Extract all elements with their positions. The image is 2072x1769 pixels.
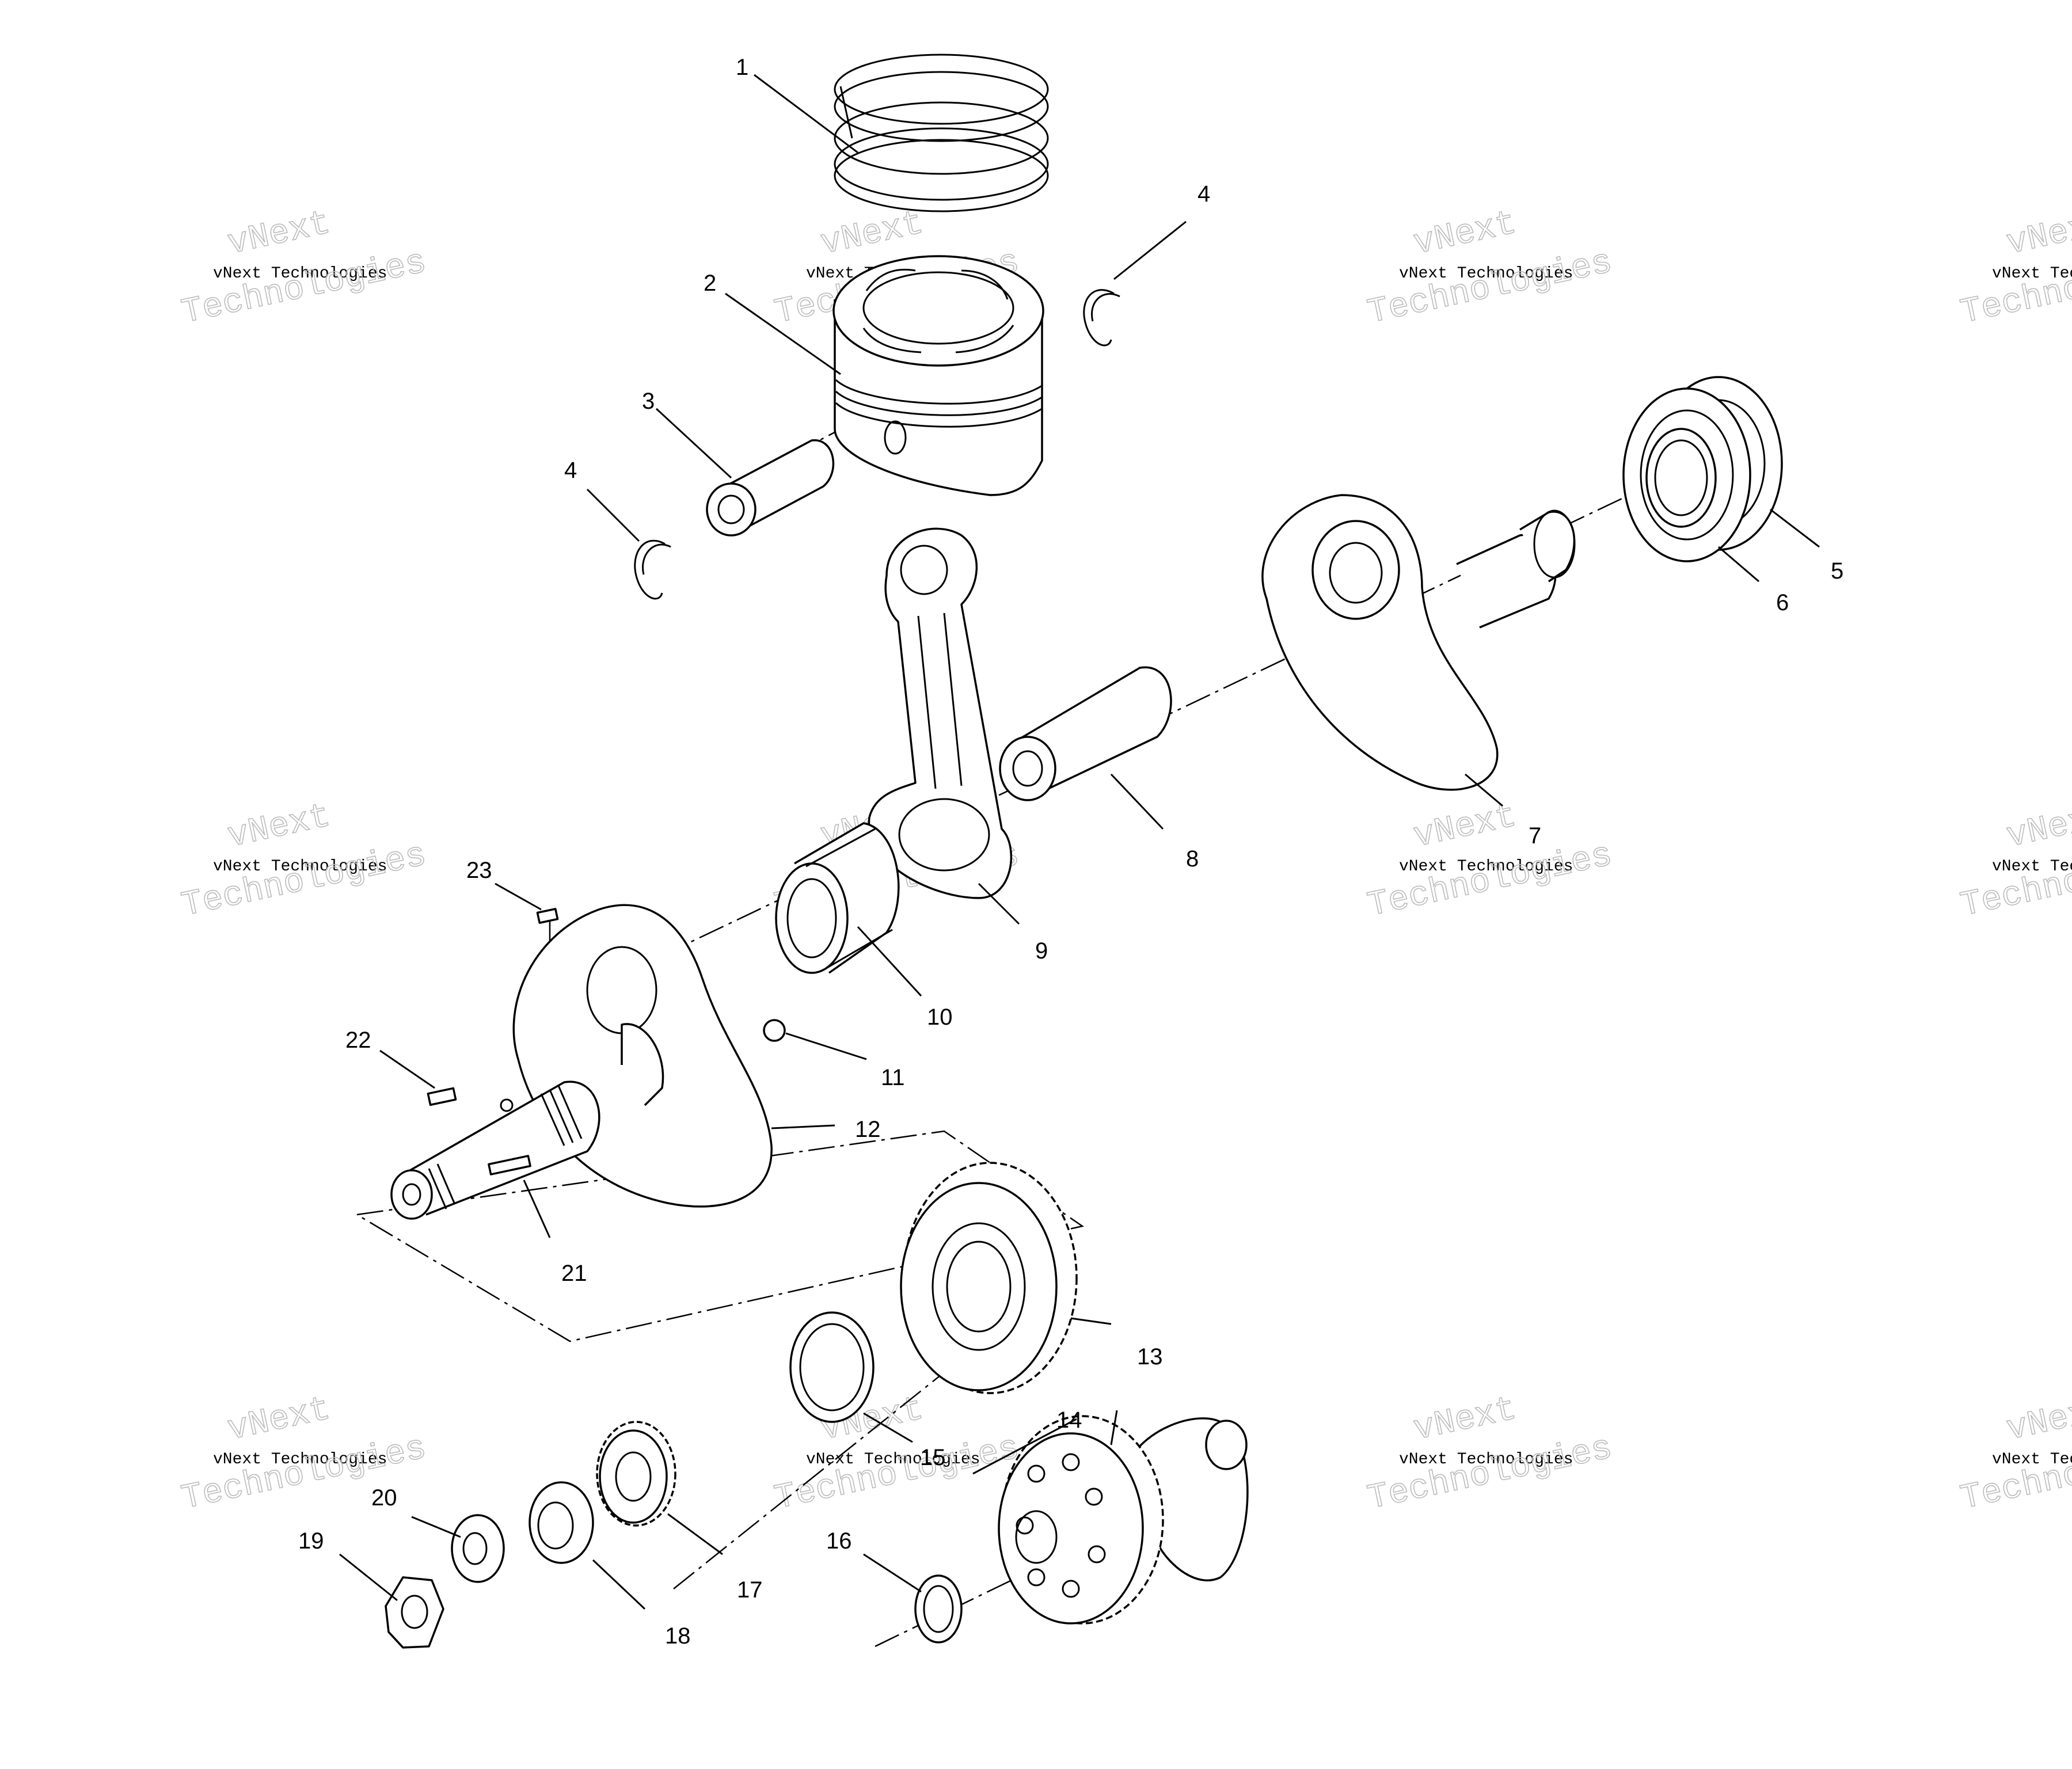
callout-17: 17 — [737, 1577, 763, 1603]
svg-text:Technologies: Technologies — [178, 836, 430, 926]
watermark-tile: vNext vNext Technologies Technologies — [1957, 1390, 2072, 1520]
svg-text:vNext: vNext — [2003, 204, 2072, 264]
timing-sprocket — [596, 1421, 676, 1527]
piston — [832, 255, 1044, 496]
watermarks: vNext vNext Technologies Technologies vN… — [178, 204, 2072, 1520]
callout-10: 10 — [927, 1005, 953, 1030]
leader-lines — [339, 74, 1820, 1610]
svg-text:vNext Technologies: vNext Technologies — [213, 858, 387, 876]
check-ball — [763, 1019, 786, 1042]
callout-12: 12 — [855, 1117, 881, 1142]
callout-6: 6 — [1776, 590, 1789, 615]
svg-text:vNext Technologies: vNext Technologies — [806, 1451, 980, 1469]
balancer-shaft-gear — [998, 1415, 1249, 1625]
needle-bearing — [775, 822, 900, 974]
callout-2: 2 — [704, 271, 716, 296]
svg-text:vNext: vNext — [2003, 797, 2072, 857]
hex-nut — [385, 1576, 444, 1649]
svg-text:Technologies: Technologies — [178, 243, 430, 333]
watermark-tile: vNext vNext Technologies Technologies — [1957, 797, 2072, 927]
callout-14: 14 — [1056, 1407, 1082, 1433]
svg-text:vNext: vNext — [1411, 797, 1520, 857]
callout-16: 16 — [826, 1528, 852, 1554]
callout-23: 23 — [466, 858, 492, 883]
watermark-tile: vNext vNext Technologies Technologies — [1957, 204, 2072, 334]
svg-text:vNext Technologies: vNext Technologies — [1992, 858, 2072, 876]
callout-11: 11 — [881, 1065, 905, 1090]
callout-7: 7 — [1529, 823, 1541, 849]
flat-washer — [451, 1514, 505, 1583]
svg-text:vNext: vNext — [225, 1390, 334, 1450]
main-bearing — [1622, 376, 1783, 562]
callout-20: 20 — [371, 1485, 397, 1511]
circlip-upper — [1083, 289, 1120, 347]
watermark-tile: vNext vNext Technologies Technologies — [1364, 1390, 1616, 1520]
callout-4-upper: 4 — [1197, 181, 1210, 207]
callout-labels: 1 2 3 4 4 5 6 7 8 9 10 11 12 13 14 15 16… — [298, 55, 1843, 1649]
svg-text:vNext Technologies: vNext Technologies — [1399, 858, 1573, 876]
watermark-tile: vNext vNext Technologies Technologies — [1364, 797, 1616, 927]
wrist-pin — [706, 439, 835, 537]
callout-22: 22 — [345, 1028, 371, 1053]
svg-text:vNext Technologies: vNext Technologies — [1399, 265, 1573, 283]
svg-text:vNext Technologies: vNext Technologies — [213, 265, 387, 283]
watermark-tile: vNext vNext Technologies Technologies — [178, 204, 430, 334]
connecting-rod — [868, 527, 1013, 899]
piston-rings — [834, 54, 1049, 212]
crank-half-right — [1261, 494, 1576, 791]
svg-text:vNext: vNext — [2003, 1390, 2072, 1450]
callout-3: 3 — [642, 389, 655, 414]
callout-21: 21 — [561, 1261, 587, 1286]
svg-text:vNext: vNext — [818, 204, 927, 264]
callout-19: 19 — [298, 1528, 324, 1554]
svg-text:vNext: vNext — [1411, 204, 1520, 264]
svg-text:vNext Technologies: vNext Technologies — [213, 1451, 387, 1469]
watermark-tile: vNext vNext Technologies Technologies — [1364, 204, 1616, 334]
balancer-washer — [914, 1574, 963, 1644]
svg-text:vNext: vNext — [1411, 1390, 1520, 1450]
svg-text:vNext Technologies: vNext Technologies — [1992, 1451, 2072, 1469]
svg-text:vNext: vNext — [225, 797, 334, 857]
callout-8: 8 — [1186, 846, 1199, 872]
callout-13: 13 — [1137, 1344, 1163, 1369]
watermark-tile: vNext vNext Technologies Technologies — [178, 797, 430, 927]
svg-text:vNext Technologies: vNext Technologies — [1399, 1451, 1573, 1469]
slotted-nut — [529, 1481, 594, 1564]
callout-18: 18 — [665, 1623, 691, 1649]
circlip-lower — [634, 539, 671, 600]
crank-half-left — [390, 904, 773, 1220]
svg-text:Technologies: Technologies — [1364, 1429, 1616, 1519]
callout-5: 5 — [1831, 558, 1843, 584]
drive-gear-large — [900, 1162, 1078, 1394]
woodruff-key — [427, 1087, 457, 1106]
crankshaft-pin — [488, 1155, 531, 1175]
thrust-washer — [789, 1311, 875, 1423]
callout-15: 15 — [920, 1445, 946, 1470]
svg-text:vNext Technologies: vNext Technologies — [1992, 265, 2072, 283]
svg-text:Technologies: Technologies — [771, 1429, 1023, 1519]
svg-text:vNext: vNext — [225, 204, 334, 264]
callout-1: 1 — [736, 55, 748, 80]
crank-pin — [999, 666, 1172, 801]
svg-text:Technologies: Technologies — [1364, 243, 1616, 333]
svg-text:Technologies: Technologies — [1364, 836, 1616, 926]
callout-9: 9 — [1035, 938, 1048, 964]
dowel-pin — [536, 908, 559, 924]
callout-4-lower: 4 — [564, 458, 577, 483]
